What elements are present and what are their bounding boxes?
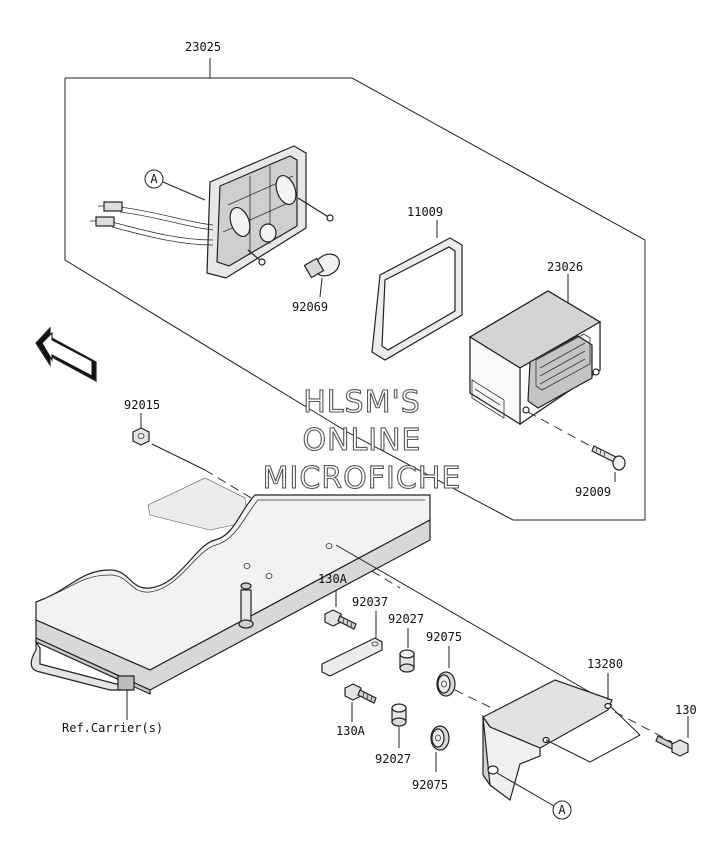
part-label-130a-bottom: 130A [336,724,366,738]
part-label-23025: 23025 [185,40,221,54]
part-label-13280: 13280 [587,657,623,671]
grommet-92075-top [436,646,501,713]
collar-92027-bottom [391,703,407,748]
bolt-130 [614,711,689,757]
part-label-130a-top: 130A [318,572,348,586]
part-label-92069: 92069 [292,300,328,314]
part-label-92027-bottom: 92027 [375,752,411,766]
bolt-130a-top [324,590,357,630]
part-label-130: 130 [675,703,697,717]
bracket-13280 [482,673,641,802]
watermark: HLSM'S ONLINE MICROFICHE [262,384,462,496]
lens-cover-23026 [468,274,602,426]
front-arrow-icon: FRONT [35,326,97,383]
bolt-130a-bottom [344,683,377,722]
collar-92027-top [399,628,415,673]
carrier [30,477,431,720]
lamp-base [206,145,334,279]
watermark-line3: MICROFICHE [263,461,462,496]
part-label-92075-top: 92075 [426,630,462,644]
bulb-92069 [303,253,340,298]
part-label-92075-bottom: 92075 [412,778,448,792]
part-label-92027-top: 92027 [388,612,424,626]
part-label-11009: 11009 [407,205,443,219]
gasket-11009 [371,220,463,361]
part-label-92037: 92037 [352,595,388,609]
part-label-23026: 23026 [547,260,583,274]
plate-92037 [321,611,383,677]
callout-a-top: A [144,169,206,201]
wire-harness [90,201,214,246]
callout-a-bottom-label: A [558,803,566,817]
grommet-92075-bottom [430,725,450,772]
part-label-92015: 92015 [124,398,160,412]
watermark-line1: HLSM'S [303,385,421,420]
callout-a-bottom: A [496,772,572,820]
screw-92009 [527,411,626,482]
callout-a-top-label: A [150,172,158,186]
part-label-92009: 92009 [575,485,611,499]
bracket-leader-line [335,544,613,706]
assembly-outline-23025 [64,58,646,521]
watermark-line2: ONLINE [302,423,421,458]
reference-carrier-label: Ref.Carrier(s) [62,721,163,735]
